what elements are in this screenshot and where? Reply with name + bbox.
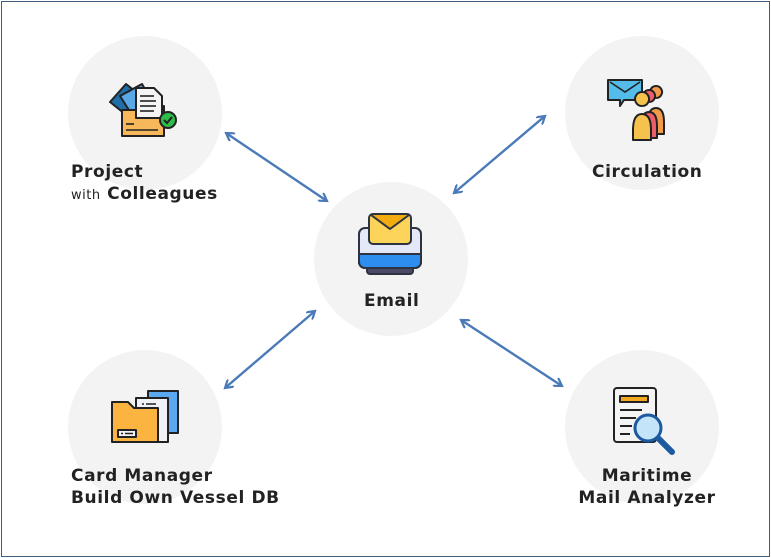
label-card-manager: Card Manager Build Own Vessel DB bbox=[71, 465, 280, 509]
arrow-email-project bbox=[226, 133, 327, 201]
label-project-with: with bbox=[71, 188, 101, 203]
card-folder-icon bbox=[111, 390, 179, 443]
project-folder-icon bbox=[109, 83, 177, 137]
email-monitor-icon bbox=[358, 213, 422, 275]
label-circulation-line1: Circulation bbox=[592, 162, 703, 182]
label-project: Project with Colleagues bbox=[71, 161, 218, 207]
label-email: Email bbox=[364, 290, 419, 312]
arrow-email-card-manager bbox=[225, 311, 315, 388]
arrow-email-analyzer bbox=[461, 320, 562, 386]
document-search-icon bbox=[613, 387, 675, 455]
label-card-manager-line1: Card Manager bbox=[71, 466, 213, 486]
label-analyzer-line2: Mail Analyzer bbox=[578, 488, 716, 508]
label-email-line1: Email bbox=[364, 291, 420, 311]
label-circulation: Circulation bbox=[592, 161, 703, 183]
circulation-people-icon bbox=[607, 79, 665, 141]
label-analyzer-line1: Maritime bbox=[601, 466, 693, 486]
label-card-manager-line2: Build Own Vessel DB bbox=[71, 488, 280, 508]
label-analyzer: Maritime Mail Analyzer bbox=[575, 465, 719, 509]
label-project-line1: Project bbox=[71, 162, 144, 182]
label-project-line2: Colleagues bbox=[107, 184, 218, 204]
arrow-email-circulation bbox=[454, 116, 545, 193]
